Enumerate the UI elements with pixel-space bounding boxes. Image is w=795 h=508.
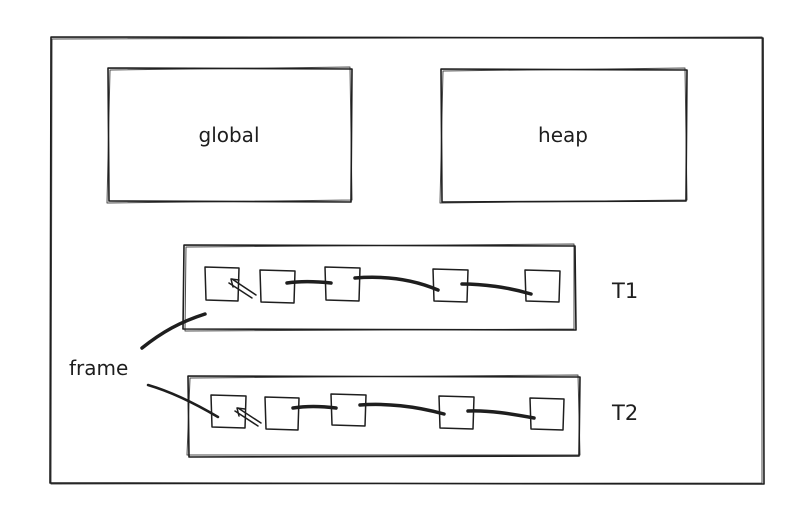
- t1-frame-2: [259, 269, 296, 304]
- t2-frame-links: [291, 402, 536, 420]
- t1-back-pointer-arrow: [228, 278, 257, 299]
- frame-annotation: frame: [69, 312, 220, 419]
- t1-frame-5: [524, 269, 561, 303]
- t2-frame-5: [529, 397, 565, 431]
- t2-frame-1: [210, 394, 247, 429]
- frame-annotation-label: frame: [69, 356, 128, 380]
- thread-t1-label: T1: [611, 279, 638, 303]
- t2-frame-2: [264, 396, 300, 431]
- thread-t1-stack: T1: [182, 243, 638, 332]
- t1-frame-3: [324, 266, 361, 302]
- global-region-box: global: [106, 66, 353, 204]
- heap-region-label: heap: [538, 123, 588, 147]
- t1-frame-4: [432, 268, 469, 303]
- thread-t2-label: T2: [611, 401, 638, 425]
- t2-back-pointer-arrow: [234, 407, 262, 427]
- t1-frame-links: [285, 275, 533, 296]
- global-region-label: global: [199, 123, 260, 147]
- t2-frame-4: [438, 395, 475, 430]
- heap-region-box: heap: [439, 67, 688, 204]
- t2-frame-3: [330, 393, 367, 427]
- outer-container: [49, 36, 765, 485]
- t1-frame-1: [204, 266, 240, 302]
- thread-t2-stack: T2: [186, 374, 638, 458]
